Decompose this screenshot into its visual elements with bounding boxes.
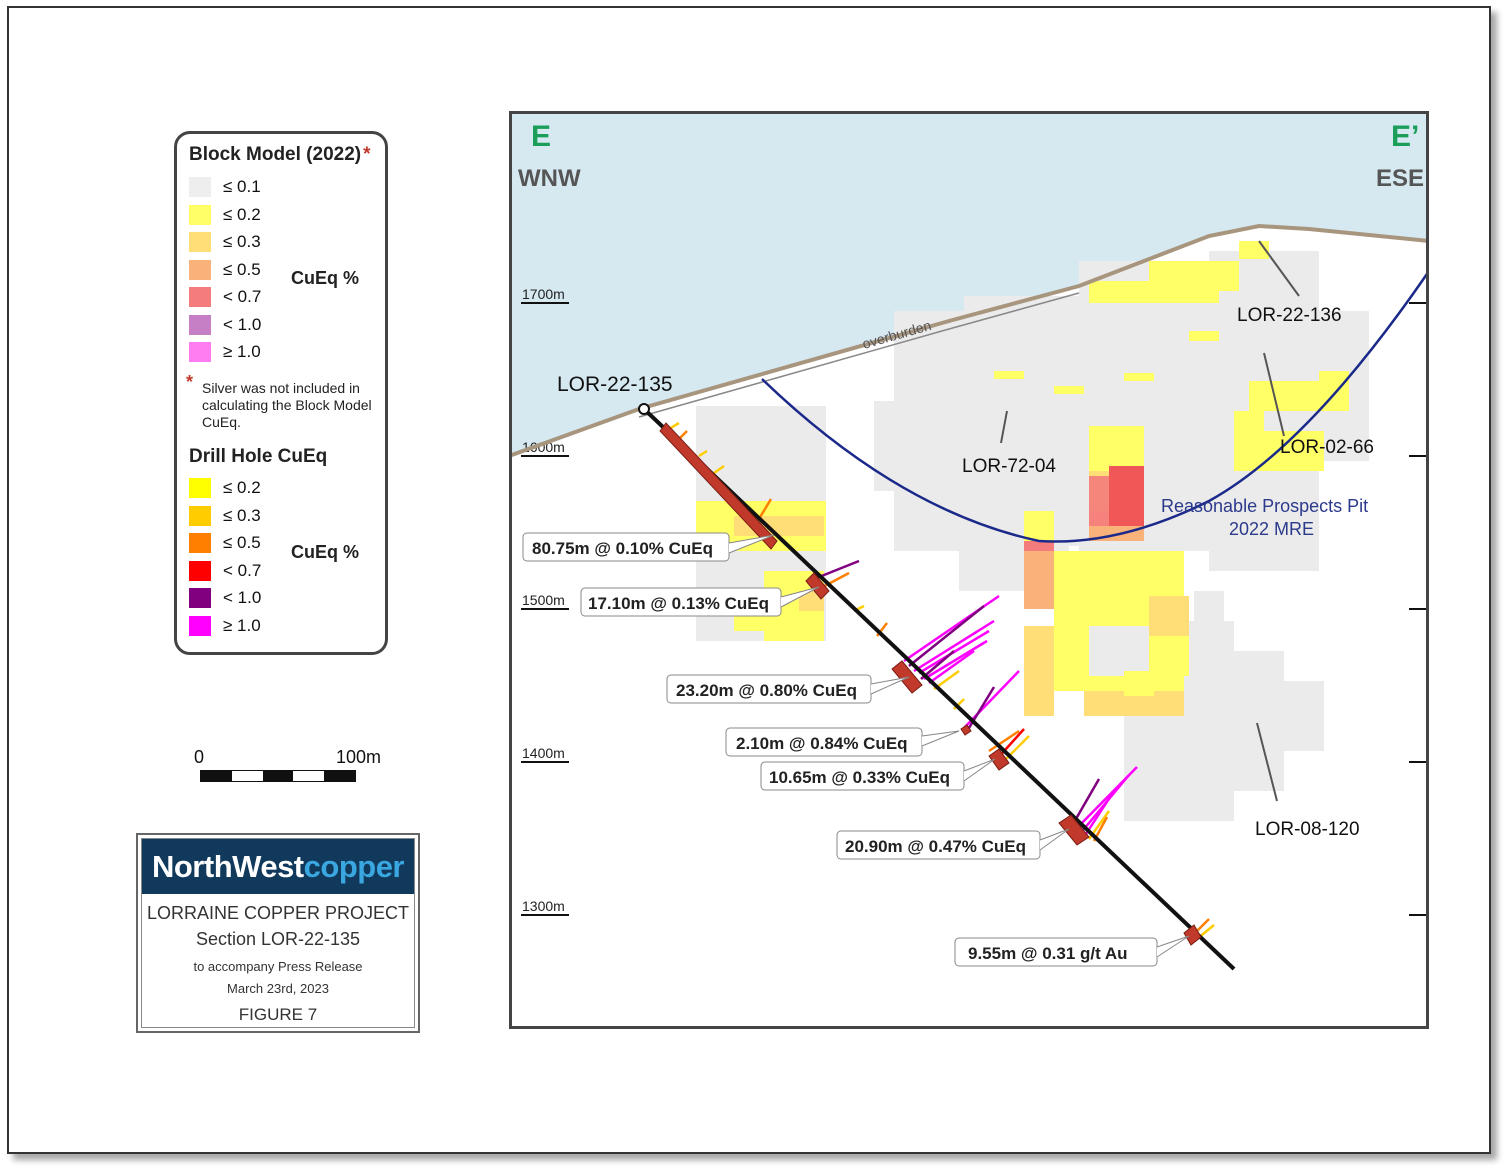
elevation-ticks [521, 302, 1429, 916]
drill-hole-legend-item: ≤ 0.5 [189, 532, 261, 554]
svg-text:20.90m @ 0.47% CuEq: 20.90m @ 0.47% CuEq [845, 837, 1026, 856]
drill-hole-legend-item: ≥ 1.0 [189, 615, 261, 637]
hole-lor-02-66: LOR-02-66 [1280, 437, 1374, 458]
block-model-note: Silver was not included in calculating t… [202, 380, 372, 430]
block-model-legend-item: ≤ 0.3 [189, 231, 261, 253]
scale-end: 100m [336, 747, 382, 767]
drill-hole-legend-item: < 0.7 [189, 560, 261, 582]
callout-3: 23.20m @ 0.80% CuEq [666, 674, 910, 704]
pit-label-line1: Reasonable Prospects Pit [1161, 496, 1368, 516]
section-end-letter: E’ [1391, 120, 1419, 153]
callout-4: 2.10m @ 0.84% CuEq [725, 727, 960, 757]
svg-text:23.20m @ 0.80% CuEq: 23.20m @ 0.80% CuEq [676, 681, 857, 700]
elevation-1300: 1300m [522, 898, 565, 914]
callout-5: 10.65m @ 0.33% CuEq [760, 758, 996, 791]
block-model-legend-item: ≤ 0.1 [189, 176, 261, 198]
project-name: LORRAINE COPPER PROJECT [146, 903, 410, 923]
drill-hole-legend-label: ≤ 0.3 [223, 505, 261, 525]
pit-shell [761, 270, 1431, 543]
title-block: NorthWestcopper LORRAINE COPPER PROJECT … [136, 833, 420, 1033]
drill-hole-legend-label: ≤ 0.5 [223, 533, 261, 552]
drill-hole-legend-label: ≥ 1.0 [223, 615, 261, 635]
elevation-1600: 1600m [522, 439, 565, 455]
drill-hole-legend-item: < 1.0 [189, 587, 261, 609]
collar-lor-22-135 [638, 403, 650, 415]
drill-hole-unit: CuEq % [291, 542, 360, 562]
hole-leaders [1000, 240, 1300, 802]
callout-1: 80.75m @ 0.10% CuEq [522, 532, 775, 562]
block-model-legend-label: ≥ 1.0 [223, 342, 261, 361]
drill-hole-legend-label: ≤ 0.2 [223, 478, 261, 497]
callout-7: 9.55m @ 0.31 g/t Au [954, 935, 1190, 967]
drill-hole-legend-swatch [189, 533, 211, 553]
elevation-1400: 1400m [522, 745, 565, 761]
scale-start: 0 [194, 747, 205, 767]
direction-ese: ESE [1376, 165, 1424, 192]
hole-lor-72-04: LOR-72-04 [962, 456, 1056, 477]
section-border [509, 111, 1429, 1029]
elevation-1500: 1500m [522, 592, 565, 608]
block-model-legend-swatch [189, 314, 211, 335]
block-model-legend-label: ≤ 0.3 [223, 232, 261, 251]
block-model-legend-label: < 1.0 [223, 314, 262, 334]
block-model-legend-swatch [189, 177, 211, 197]
drill-hole-legend-item: ≤ 0.3 [189, 505, 261, 527]
figure-number: FIGURE 7 [238, 1005, 318, 1024]
block-model-legend-item: < 0.7 [189, 286, 261, 308]
block-model-legend-label: < 0.7 [223, 287, 262, 306]
block-model-legend-item: ≥ 1.0 [189, 341, 261, 363]
svg-text:17.10m @ 0.13% CuEq: 17.10m @ 0.13% CuEq [588, 594, 769, 613]
block-model-legend-swatch [189, 287, 211, 307]
block-model-legend-swatch [189, 204, 211, 225]
cross-section: 1700m 1600m 1500m 1400m 1300m overburden… [508, 111, 1431, 1029]
drill-hole-legend-item: ≤ 0.2 [189, 477, 261, 499]
drill-hole-legend-swatch [189, 560, 211, 581]
block-model-legend-swatch [189, 259, 211, 280]
block-model-unit: CuEq % [291, 268, 360, 288]
direction-wnw: WNW [518, 165, 581, 192]
callout-6: 20.90m @ 0.47% CuEq [836, 828, 1070, 860]
legend: Block Model (2022)* ≤ 0.1 ≤ 0.2 ≤ 0.3 ≤ 0.5… [174, 131, 388, 655]
callout-2: 17.10m @ 0.13% CuEq [580, 586, 820, 617]
overburden-base [638, 292, 1080, 418]
svg-text:10.65m @ 0.33% CuEq: 10.65m @ 0.33% CuEq [769, 768, 950, 787]
block-model-legend-title: Block Model (2022)* [189, 144, 371, 165]
block-model-legend-label: ≤ 0.5 [223, 259, 261, 279]
block-model-legend-swatch [189, 232, 211, 252]
drill-hole-lor-22-135 [642, 407, 1236, 971]
block-model-legend-label: ≤ 0.2 [223, 204, 261, 224]
scale-bar-graphic [200, 770, 356, 782]
release-date: March 23rd, 2023 [227, 981, 329, 996]
hole-lor-08-120: LOR-08-120 [1255, 819, 1360, 840]
drill-hole-legend-swatch [189, 505, 211, 526]
drill-hole-legend-swatch [189, 588, 211, 608]
block-model-legend-item: ≤ 0.2 [189, 204, 261, 226]
company-logo: NorthWestcopper [142, 839, 414, 894]
svg-text:80.75m @ 0.10% CuEq: 80.75m @ 0.10% CuEq [532, 539, 713, 558]
block-model-legend-item: < 1.0 [189, 314, 261, 336]
svg-text:2.10m @ 0.84% CuEq: 2.10m @ 0.84% CuEq [736, 734, 908, 753]
drill-hole-legend-label: < 1.0 [223, 588, 262, 607]
hole-lor-22-135: LOR-22-135 [557, 373, 673, 396]
block-model-legend-item: ≤ 0.5 [189, 259, 261, 281]
overburden-line [508, 223, 1430, 458]
note-asterisk: * [186, 372, 194, 392]
press-release-note: to accompany Press Release [193, 959, 363, 974]
block-model-legend-label: ≤ 0.1 [223, 177, 261, 196]
svg-text:9.55m @ 0.31 g/t Au: 9.55m @ 0.31 g/t Au [968, 944, 1128, 963]
block-model-legend-swatch [189, 342, 211, 362]
hole-lor-22-136: LOR-22-136 [1237, 305, 1342, 326]
section-name: Section LOR-22-135 [195, 929, 361, 949]
drill-hole-legend-label: < 0.7 [223, 560, 262, 580]
elevation-1700: 1700m [522, 286, 565, 302]
drill-hole-legend-swatch [189, 615, 211, 636]
drill-hole-legend-title: Drill Hole CuEq [189, 446, 328, 467]
drill-hole-legend-swatch [189, 478, 211, 498]
pit-label-line2: 2022 MRE [1229, 519, 1314, 539]
scale-bar: 0 100m [194, 744, 381, 784]
sky-area [509, 111, 1429, 456]
section-start-letter: E [531, 120, 551, 153]
